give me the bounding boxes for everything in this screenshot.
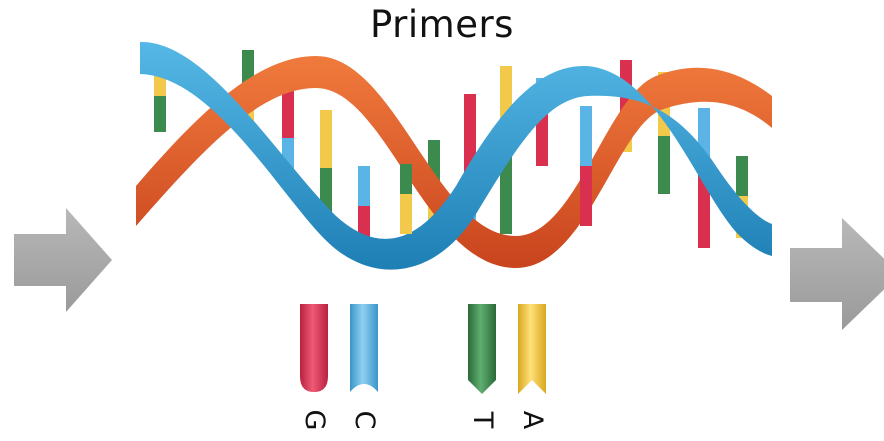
base-letter-a: A [517,405,547,435]
base-pair-front [400,164,412,194]
base-letter-t: T [467,405,497,435]
right-arrow-icon [790,218,884,330]
base-pair [358,166,370,240]
base-pair-front [400,194,412,234]
right-arrow-icon [14,208,112,312]
base-a-piece [518,304,546,394]
base-c-piece [350,304,378,392]
base-pair-front [580,166,592,226]
dna-double-helix-illustration [136,36,772,276]
base-letter-c: C [349,405,379,435]
base-letter-g: G [299,405,329,435]
base-t-piece [468,304,496,394]
base-g-piece [300,304,328,392]
base-pair-front [580,106,592,166]
